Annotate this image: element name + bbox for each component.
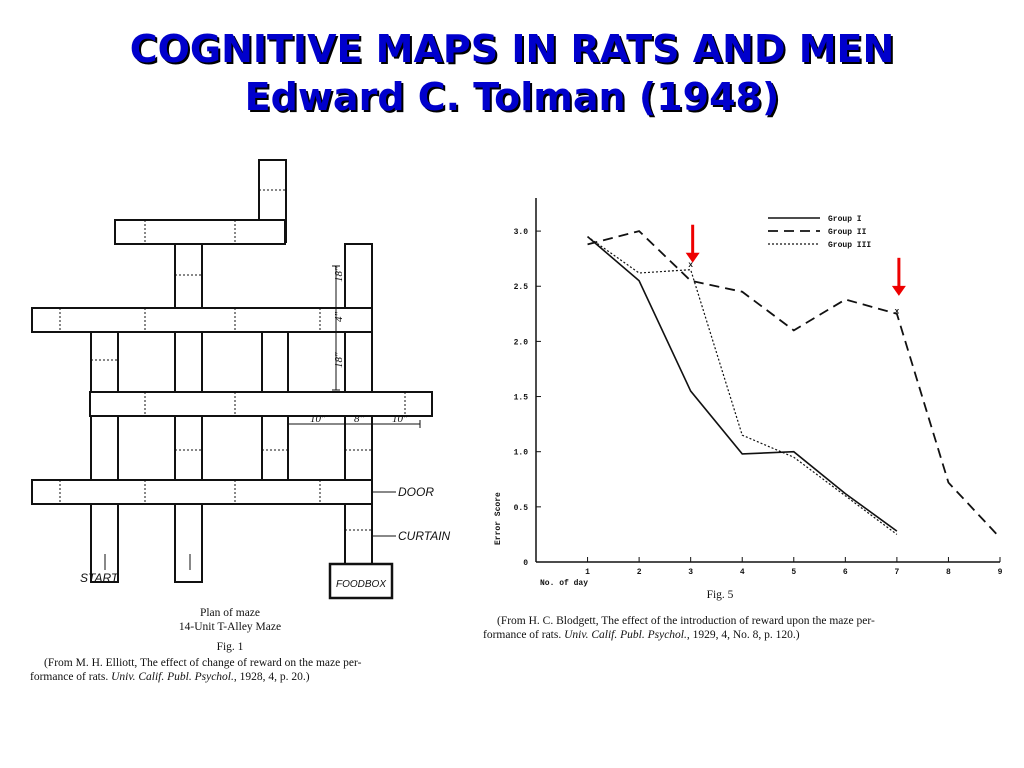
chart-fig-label: Fig. 5 bbox=[706, 589, 734, 601]
chart-citation-2-suffix: , 1929, 4, No. 8, p. 120.) bbox=[686, 629, 800, 641]
chart-axes: 0 0.5 1.0 1.5 2.0 2.5 3.0 1 2 3 4 5 6 7 8 9 bbox=[514, 198, 1003, 577]
dim-10-right: 10" bbox=[392, 413, 408, 425]
chart-series-group: xx bbox=[587, 230, 1001, 539]
x-tick-label: 2 bbox=[637, 568, 642, 577]
maze-alley bbox=[31, 307, 373, 333]
dim-10-left: 10" bbox=[310, 413, 326, 425]
maze-fig-label: Fig. 1 bbox=[216, 641, 244, 653]
chart-citation-2: formance of rats. Univ. Calif. Publ. Psy… bbox=[483, 628, 1003, 642]
x-tick-label: 7 bbox=[894, 568, 899, 577]
legend-label: Group II bbox=[828, 228, 867, 237]
label-curtain: CURTAIN bbox=[398, 529, 451, 543]
dim-4: 4" bbox=[333, 312, 345, 323]
maze-caption-1: Plan of maze bbox=[199, 607, 261, 619]
y-tick-label: 3.0 bbox=[514, 228, 529, 237]
maze-alley bbox=[89, 391, 433, 417]
maze-alley bbox=[90, 331, 119, 583]
x-tick-label: 4 bbox=[740, 568, 745, 577]
chart-citation-2-prefix: formance of rats. bbox=[483, 629, 562, 641]
chart-legend: Group I Group II Group III bbox=[768, 215, 871, 250]
y-tick-label: 0 bbox=[523, 559, 528, 568]
maze-citation-2-suffix: , 1928, 4, p. 20.) bbox=[233, 671, 310, 683]
dim-8: 8" bbox=[354, 413, 365, 425]
maze-citation-journal: Univ. Calif. Publ. Psychol. bbox=[111, 671, 234, 683]
label-food-box: FOODBOX bbox=[336, 579, 386, 590]
chart-citation-journal: Univ. Calif. Publ. Psychol. bbox=[564, 629, 687, 641]
y-tick-label: 0.5 bbox=[514, 504, 529, 513]
y-tick-label: 1.5 bbox=[514, 394, 529, 403]
series-line bbox=[587, 236, 898, 535]
x-tick-label: 3 bbox=[688, 568, 693, 577]
maze-figure: 10" 8" 10" 18" 4" 18" START DOOR CURTAIN… bbox=[31, 159, 451, 600]
slide-subtitle: Edward C. Tolman (1948) bbox=[244, 75, 780, 119]
y-tick-label: 1.0 bbox=[514, 449, 529, 458]
legend-label: Group I bbox=[828, 215, 862, 224]
annotation-mark: x bbox=[688, 261, 693, 270]
x-tick-label: 8 bbox=[946, 568, 951, 577]
x-tick-label: 6 bbox=[843, 568, 848, 577]
label-start: START bbox=[80, 571, 120, 585]
red-arrow-head bbox=[685, 252, 700, 263]
dim-18-bottom: 18" bbox=[333, 352, 345, 368]
dim-18-top: 18" bbox=[333, 266, 345, 282]
y-tick-label: 2.0 bbox=[514, 338, 529, 347]
maze-citation-2-prefix: formance of rats. bbox=[30, 671, 109, 683]
maze-food-box bbox=[328, 562, 394, 600]
red-arrow-head bbox=[891, 285, 906, 296]
maze-alley bbox=[31, 479, 373, 505]
series-line bbox=[587, 235, 898, 532]
maze-citation-2: formance of rats. Univ. Calif. Publ. Psy… bbox=[30, 670, 450, 684]
maze-alley bbox=[114, 219, 286, 245]
x-axis-label: No. of day bbox=[540, 579, 588, 588]
y-tick-label: 2.5 bbox=[514, 283, 529, 292]
label-door: DOOR bbox=[398, 485, 434, 499]
maze-citation-1: (From M. H. Elliott, The effect of chang… bbox=[44, 657, 362, 669]
legend-label: Group III bbox=[828, 241, 871, 250]
x-tick-label: 1 bbox=[585, 568, 590, 577]
chart-citation-1: (From H. C. Blodgett, The effect of the … bbox=[497, 615, 875, 627]
annotation-mark: x bbox=[894, 308, 899, 317]
slide-title: COGNITIVE MAPS IN RATS AND MEN bbox=[129, 27, 895, 71]
x-tick-label: 5 bbox=[791, 568, 796, 577]
chart-arrows bbox=[685, 224, 906, 296]
maze-caption-2: 14-Unit T-Alley Maze bbox=[178, 621, 282, 633]
x-tick-label: 9 bbox=[998, 568, 1003, 577]
y-axis-label: Error Score bbox=[494, 492, 503, 545]
series-line bbox=[587, 230, 1001, 539]
